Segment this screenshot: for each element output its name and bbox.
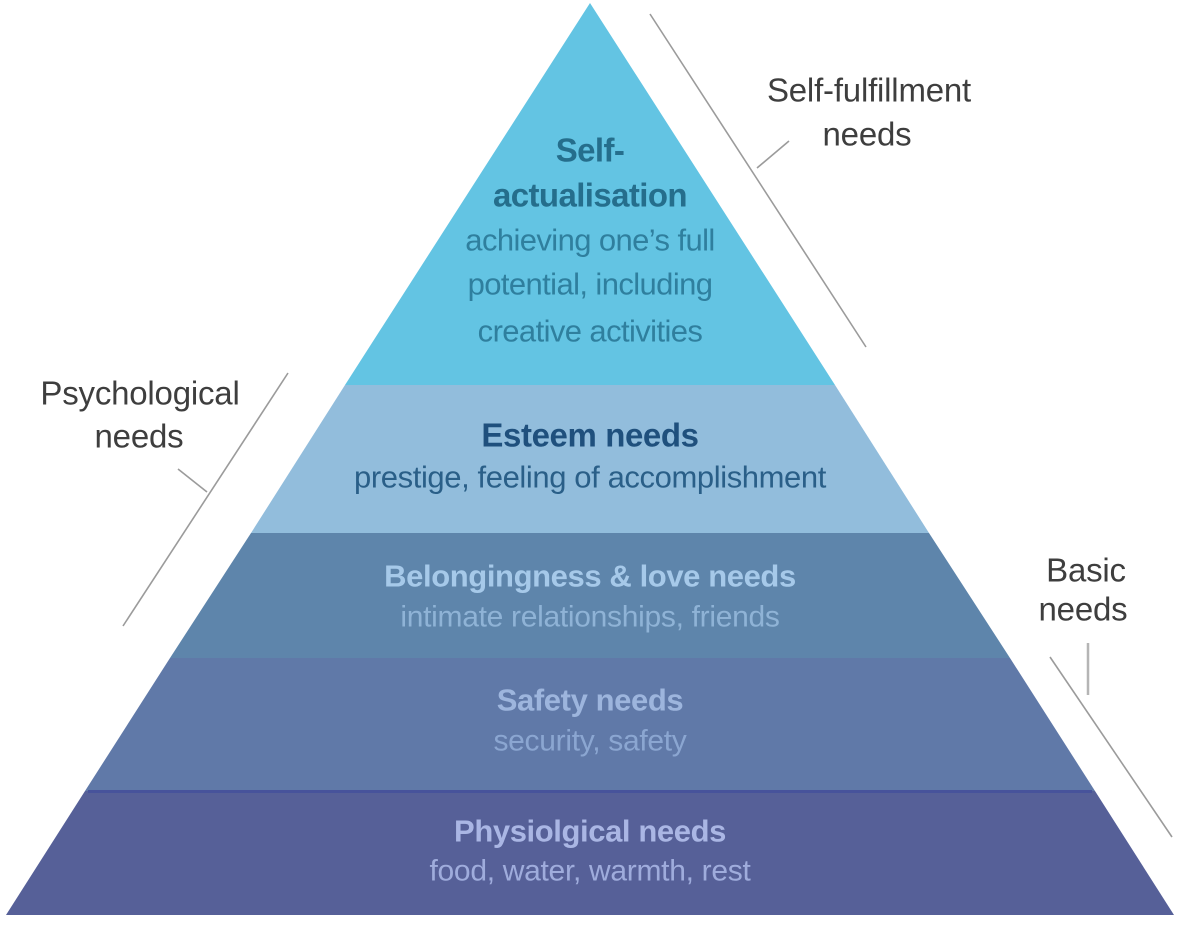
tier-self-actualisation-shape <box>345 3 835 385</box>
tier-safety-shape <box>85 658 1095 791</box>
tier5-title: Physiolgical needs <box>454 814 726 849</box>
basic-label-line2: needs <box>1039 591 1128 628</box>
basic-label-line1: Basic <box>1046 552 1126 589</box>
tier1-title-line2: actualisation <box>493 177 687 214</box>
tier1-desc-line1: achieving one’s full <box>465 223 714 258</box>
tier4-desc: security, safety <box>493 725 686 758</box>
basic-needs-bracket-line <box>1049 656 1173 838</box>
tier3-desc: intimate relationships, friends <box>400 601 779 634</box>
tier2-desc: prestige, feeling of accomplishment <box>354 460 827 495</box>
tier1-title-line1: Self- <box>556 132 625 169</box>
self-fulfillment-tick-line <box>756 140 790 169</box>
psychological-bracket-line <box>122 372 289 627</box>
psychological-label-line2: needs <box>95 418 184 455</box>
self-fulfillment-label-line1: Self-fulfillment <box>767 72 971 109</box>
tier-belongingness-shape <box>170 533 1010 658</box>
tier1-desc-line2: potential, including <box>468 267 713 302</box>
psychological-label-line1: Psychological <box>40 375 239 412</box>
tier3-title: Belongingness & love needs <box>384 559 796 594</box>
tier5-desc: food, water, warmth, rest <box>430 855 752 888</box>
tier2-title: Esteem needs <box>481 417 698 454</box>
tier-physiological-shape <box>6 791 1174 915</box>
tier-esteem-shape <box>251 385 929 533</box>
tier1-desc-line3: creative activities <box>478 314 703 349</box>
self-fulfillment-bracket-line <box>649 13 867 348</box>
tier4-title: Safety needs <box>497 683 683 718</box>
psychological-tick-line <box>177 468 208 493</box>
self-fulfillment-label-line2: needs <box>823 116 912 153</box>
